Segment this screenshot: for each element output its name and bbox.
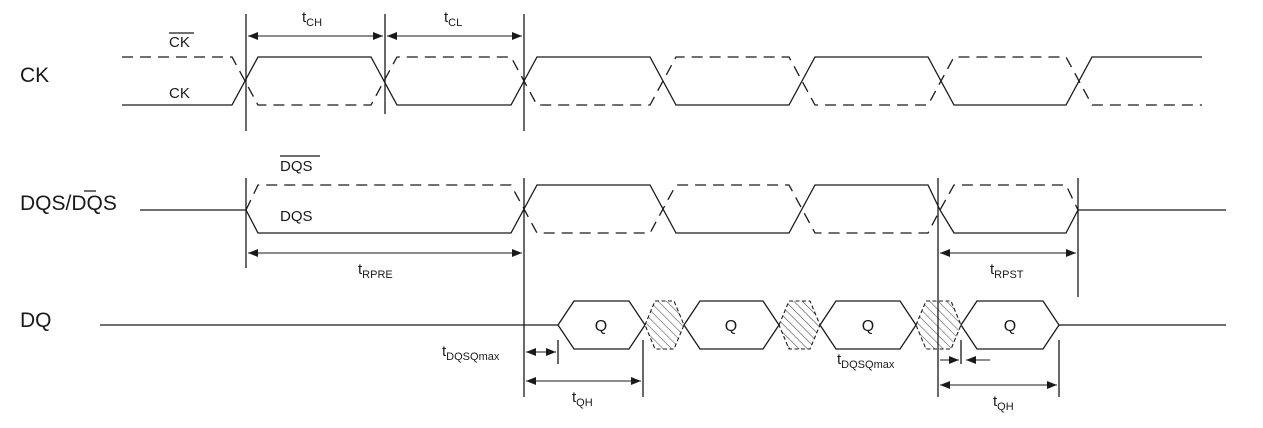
dq-data-eye-1-label: Q [595,318,607,335]
dqs-true-label: DQS [280,208,313,225]
dq-waveform: Q Q Q Q [100,300,1226,350]
dq-data-eye-3-label: Q [862,318,874,335]
ck-true-label: CK [169,85,190,102]
dq-data-eye-4-label: Q [1004,318,1016,335]
dq-invalid-window-1 [644,300,685,350]
dqs-signal-label: DQS/DQS [20,192,117,215]
trpre-label: tRPRE [358,261,393,281]
dqs-waveform [140,184,1226,234]
ck-signal-label: CK [20,64,49,87]
dqs-true-waveform [245,184,1079,234]
tdqsq-1-label: tDQSQmax [442,343,500,363]
tch-label: tCH [302,9,322,29]
dq-signal-label: DQ [20,309,52,332]
dq-invalid-window-2 [778,300,821,350]
ck-bar-label: CK [169,34,190,51]
tqh-1-label: tQH [572,389,593,409]
tqh-2-label: tQH [993,393,1014,413]
reference-lines [245,14,1079,397]
trpst-label: tRPST [990,261,1024,281]
ck-bar-waveform [122,56,1202,106]
dq-data-eye-2-label: Q [725,318,737,335]
ck-true-waveform [122,56,1202,106]
dqs-bar-waveform [245,184,1079,234]
dqs-bar-label: DQS [280,158,313,175]
tdqsq-2-label: tDQSQmax [837,351,895,371]
tcl-label: tCL [444,9,462,29]
ck-waveform [122,56,1202,106]
